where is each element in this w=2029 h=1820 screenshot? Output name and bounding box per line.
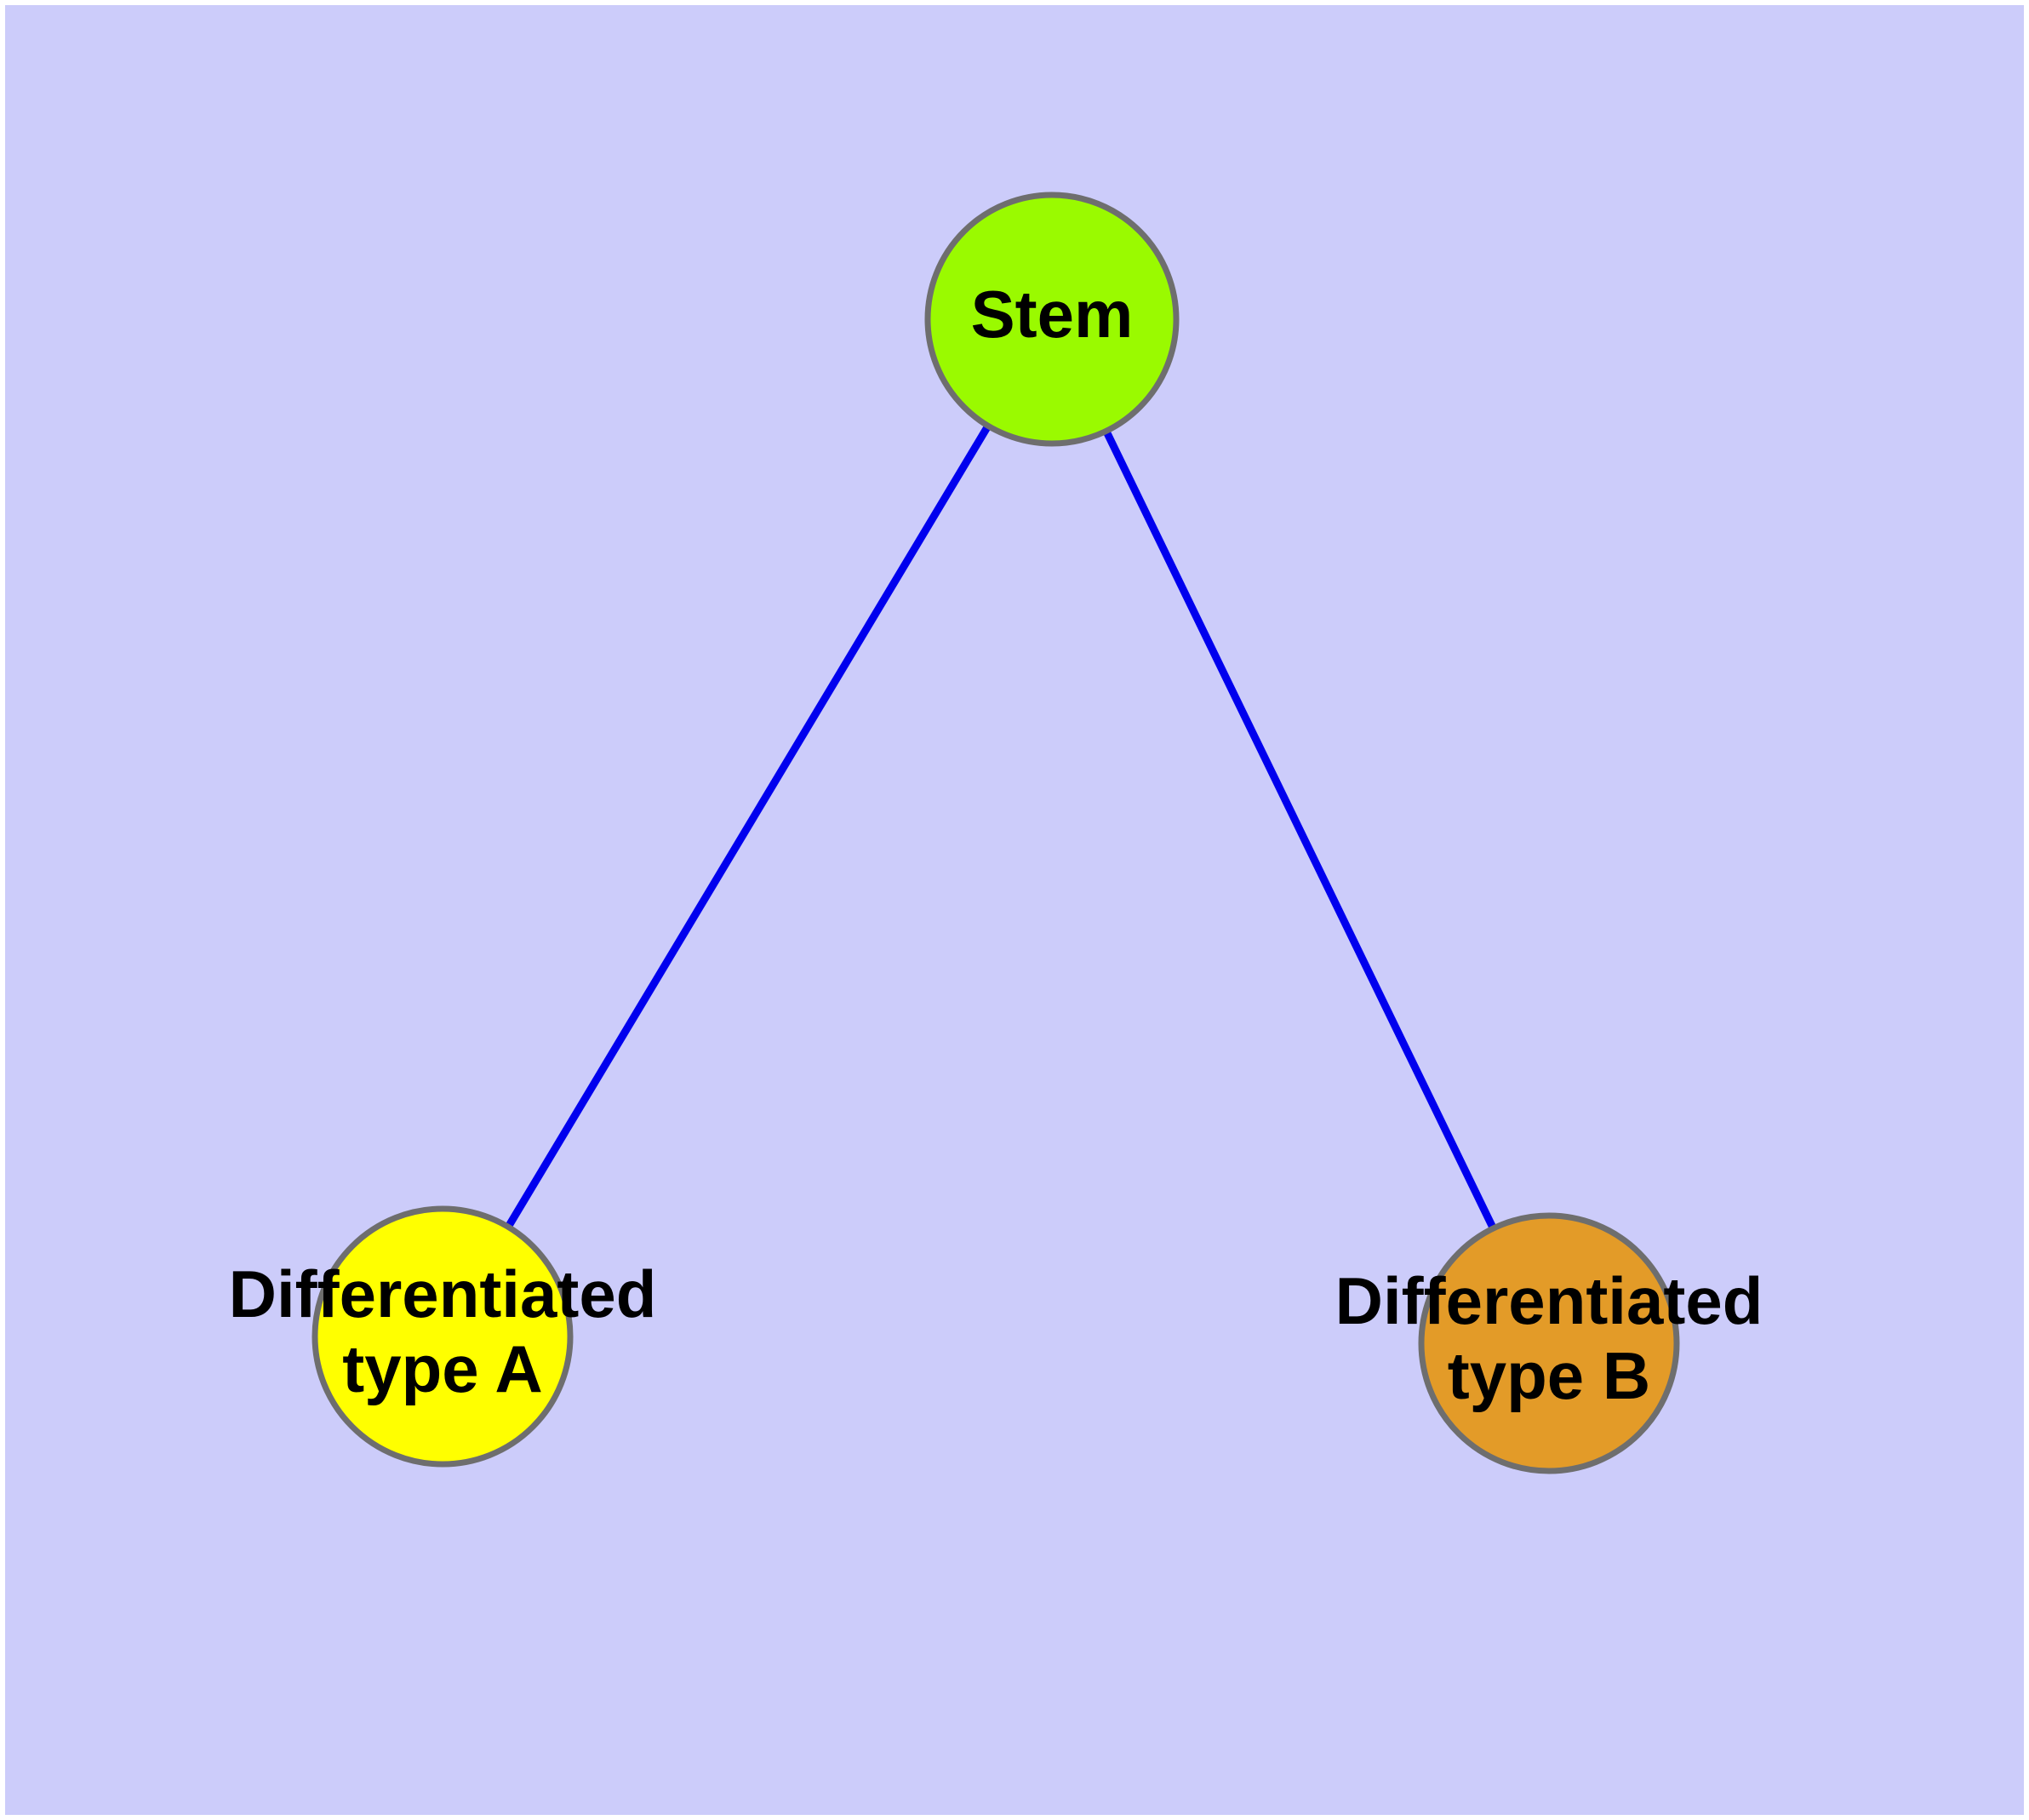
label-line: Differentiated [1335,1263,1763,1338]
graph-edge[interactable] [1048,318,1553,1345]
label-line: Stem [971,277,1134,352]
graph-node-stem[interactable] [924,192,1180,447]
graph-edge[interactable] [439,317,1055,1339]
label-line: Differentiated [229,1256,657,1331]
edges-layer [439,317,1553,1345]
graph-node-label-stem: Stem [971,277,1134,352]
graph-node-diff_b[interactable] [1418,1212,1680,1474]
label-line: type A [342,1331,543,1406]
label-line: type B [1448,1338,1650,1413]
nodes-layer [311,192,1680,1474]
graph-node-diff_a[interactable] [311,1205,574,1468]
